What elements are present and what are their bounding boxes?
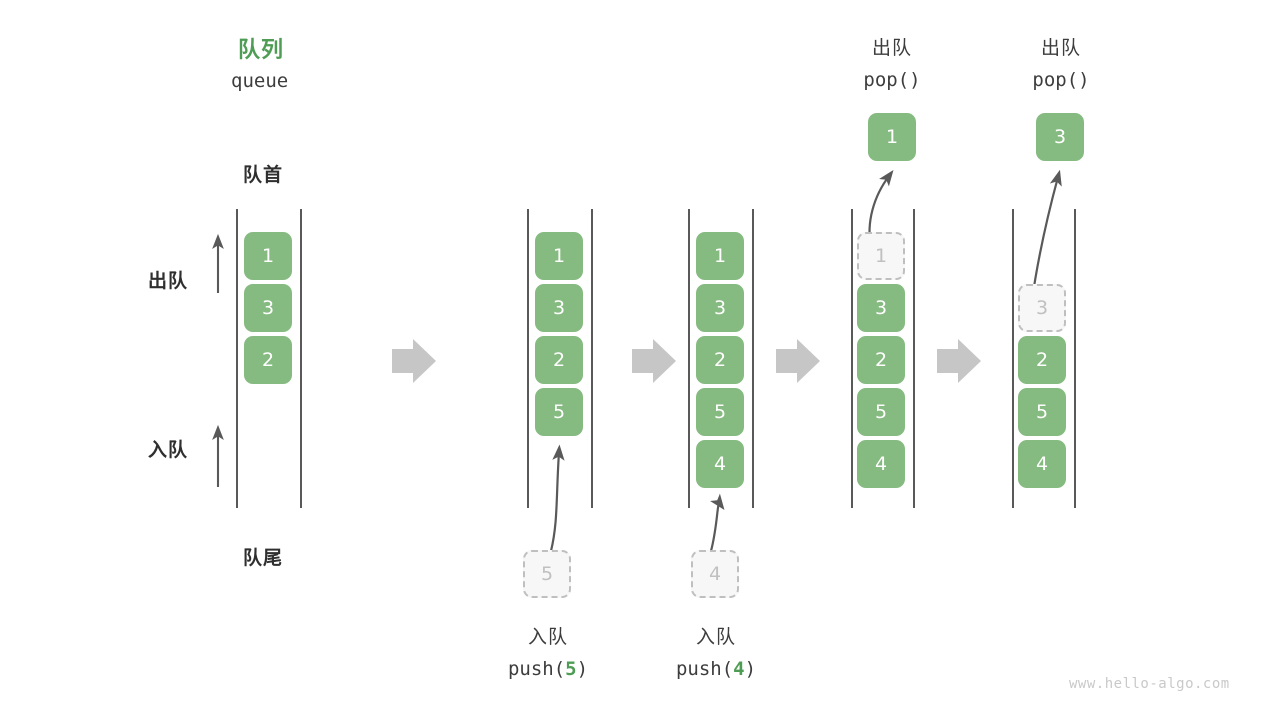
pop-code-suffix: ) bbox=[909, 69, 921, 91]
incoming-element: 5 bbox=[523, 550, 571, 598]
push-label-cn: 入队 bbox=[695, 626, 736, 648]
queue-cell: 2 bbox=[244, 336, 292, 384]
push-direction-label: 入队 bbox=[148, 439, 189, 461]
queue-cell: 4 bbox=[1018, 440, 1066, 488]
queue-cell: 1 bbox=[244, 232, 292, 280]
queue-cell: 2 bbox=[857, 336, 905, 384]
rail-right bbox=[913, 209, 915, 508]
push-label-code: push(4) bbox=[666, 658, 766, 680]
rail-right bbox=[300, 209, 302, 508]
queue-cell: 4 bbox=[857, 440, 905, 488]
rear-label: 队尾 bbox=[243, 547, 284, 569]
queue-cell: 4 bbox=[696, 440, 744, 488]
page-title-en: queue bbox=[231, 70, 289, 92]
page-title-cn: 队列 bbox=[238, 38, 285, 63]
push-label-cn: 入队 bbox=[527, 626, 568, 648]
step-arrow bbox=[632, 339, 676, 383]
incoming-element: 4 bbox=[691, 550, 739, 598]
queue-cell: 3 bbox=[857, 284, 905, 332]
queue-cell: 1 bbox=[535, 232, 583, 280]
queue-cell-vacated: 1 bbox=[857, 232, 905, 280]
rail-left bbox=[688, 209, 690, 508]
rail-left bbox=[527, 209, 529, 508]
front-label: 队首 bbox=[243, 164, 284, 186]
pop-code-prefix: pop( bbox=[863, 69, 910, 91]
push-code-prefix: push( bbox=[507, 658, 566, 680]
queue-cell: 5 bbox=[696, 388, 744, 436]
popped-element: 1 bbox=[868, 113, 916, 161]
step-arrow bbox=[776, 339, 820, 383]
rail-right bbox=[591, 209, 593, 508]
rail-right bbox=[1074, 209, 1076, 508]
push-arrow-col2 bbox=[549, 444, 565, 552]
step-arrow bbox=[937, 339, 981, 383]
pop-label-cn: 出队 bbox=[871, 37, 912, 59]
pop-label-code: pop() bbox=[842, 69, 942, 91]
queue-cell: 2 bbox=[696, 336, 744, 384]
queue-cell: 3 bbox=[244, 284, 292, 332]
push-code-num: 4 bbox=[733, 658, 745, 680]
queue-cell-vacated: 3 bbox=[1018, 284, 1066, 332]
queue-cell: 5 bbox=[1018, 388, 1066, 436]
pop-label-code: pop() bbox=[1011, 69, 1111, 91]
rail-left bbox=[236, 209, 238, 508]
rail-left bbox=[1012, 209, 1014, 508]
push-code-prefix: push( bbox=[675, 658, 734, 680]
queue-cell: 2 bbox=[1018, 336, 1066, 384]
rail-left bbox=[851, 209, 853, 508]
pop-label-cn: 出队 bbox=[1040, 37, 1081, 59]
rail-right bbox=[752, 209, 754, 508]
step-arrow bbox=[392, 339, 436, 383]
pop-code-prefix: pop( bbox=[1032, 69, 1079, 91]
watermark: www.hello-algo.com bbox=[1069, 676, 1230, 692]
push-code-num: 5 bbox=[565, 658, 577, 680]
queue-cell: 3 bbox=[535, 284, 583, 332]
queue-cell: 1 bbox=[696, 232, 744, 280]
push-code-suffix: ) bbox=[744, 658, 757, 680]
queue-cell: 5 bbox=[535, 388, 583, 436]
queue-cell: 5 bbox=[857, 388, 905, 436]
pop-arrow-col5 bbox=[1030, 169, 1062, 301]
popped-element: 3 bbox=[1036, 113, 1084, 161]
queue-cell: 2 bbox=[535, 336, 583, 384]
pop-code-suffix: ) bbox=[1078, 69, 1090, 91]
queue-cell: 3 bbox=[696, 284, 744, 332]
push-code-suffix: ) bbox=[576, 658, 589, 680]
pop-direction-label: 出队 bbox=[148, 270, 189, 292]
push-arrow-col3 bbox=[709, 493, 725, 552]
push-label-code: push(5) bbox=[498, 658, 598, 680]
